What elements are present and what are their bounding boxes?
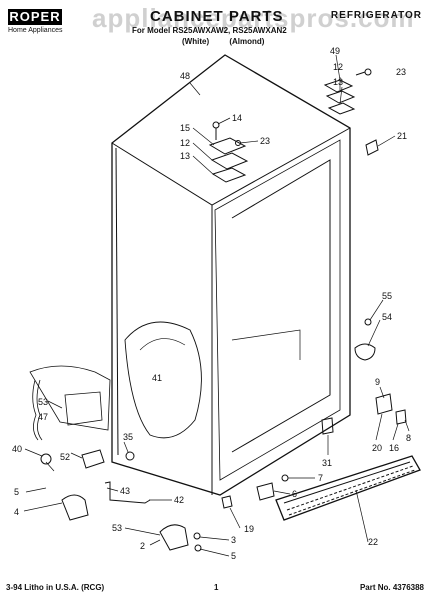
- bottom-center-parts: [159, 417, 334, 552]
- callout-4: 4: [14, 507, 19, 517]
- callout-23-top: 23: [396, 67, 406, 77]
- callout-2: 2: [140, 541, 145, 551]
- callout-5-left: 5: [14, 487, 19, 497]
- callout-12-top: 12: [333, 62, 343, 72]
- part-number: Part No. 4376388: [359, 583, 424, 592]
- callout-48: 48: [180, 71, 190, 81]
- callout-19: 19: [244, 524, 254, 534]
- part-21-clip: [365, 139, 379, 156]
- callout-31: 31: [322, 458, 332, 468]
- callout-14: 14: [232, 113, 242, 123]
- brand-logo: ROPER: [8, 9, 62, 25]
- callout-9: 9: [375, 377, 380, 387]
- condenser-coil-assembly: [29, 365, 111, 441]
- callout-40: 40: [12, 444, 22, 454]
- callout-35: 35: [123, 432, 133, 442]
- callout-49: 49: [330, 46, 340, 56]
- callout-23: 23: [260, 136, 270, 146]
- callout-13: 13: [180, 151, 190, 161]
- callout-53-left: 53: [38, 397, 48, 407]
- callout-42: 42: [174, 495, 184, 505]
- leader-lines: [23, 54, 410, 557]
- color-options: (White) (Almond): [182, 37, 282, 46]
- callout-53-bottom: 53: [112, 523, 122, 533]
- callout-6: 6: [292, 489, 297, 499]
- callout-54: 54: [382, 312, 392, 322]
- callout-3: 3: [231, 535, 236, 545]
- callout-21: 21: [397, 131, 407, 141]
- bottom-left-parts: [40, 449, 151, 521]
- callout-55: 55: [382, 291, 392, 301]
- brand-subtitle: Home Appliances: [8, 27, 63, 34]
- callout-5-bottom: 5: [231, 551, 236, 561]
- callout-41: 41: [152, 373, 162, 383]
- page-title: CABINET PARTS: [150, 8, 284, 25]
- page-number: 1: [214, 583, 219, 592]
- callout-16: 16: [389, 443, 399, 453]
- callout-15: 15: [180, 123, 190, 133]
- callout-22: 22: [368, 537, 378, 547]
- model-line: For Model RS25AWXAW2, RS25AWXAN2: [132, 26, 287, 35]
- top-hinge-right: [323, 68, 372, 115]
- callout-8: 8: [406, 433, 411, 443]
- callout-7: 7: [318, 473, 323, 483]
- callout-13-top: 13: [333, 77, 343, 87]
- print-info: 3-94 Litho in U.S.A. (RCG): [6, 583, 105, 592]
- color-almond: (Almond): [229, 37, 265, 46]
- callout-12: 12: [180, 138, 190, 148]
- color-white: (White): [182, 37, 210, 46]
- kickplate-grille: [275, 455, 421, 521]
- cabinet-body: [111, 54, 351, 496]
- part-55-54-assembly: [354, 318, 376, 361]
- category-label: REFRIGERATOR: [330, 10, 422, 21]
- callout-43: 43: [120, 486, 130, 496]
- callout-20: 20: [372, 443, 382, 453]
- callout-47: 47: [38, 412, 48, 422]
- callout-52: 52: [60, 452, 70, 462]
